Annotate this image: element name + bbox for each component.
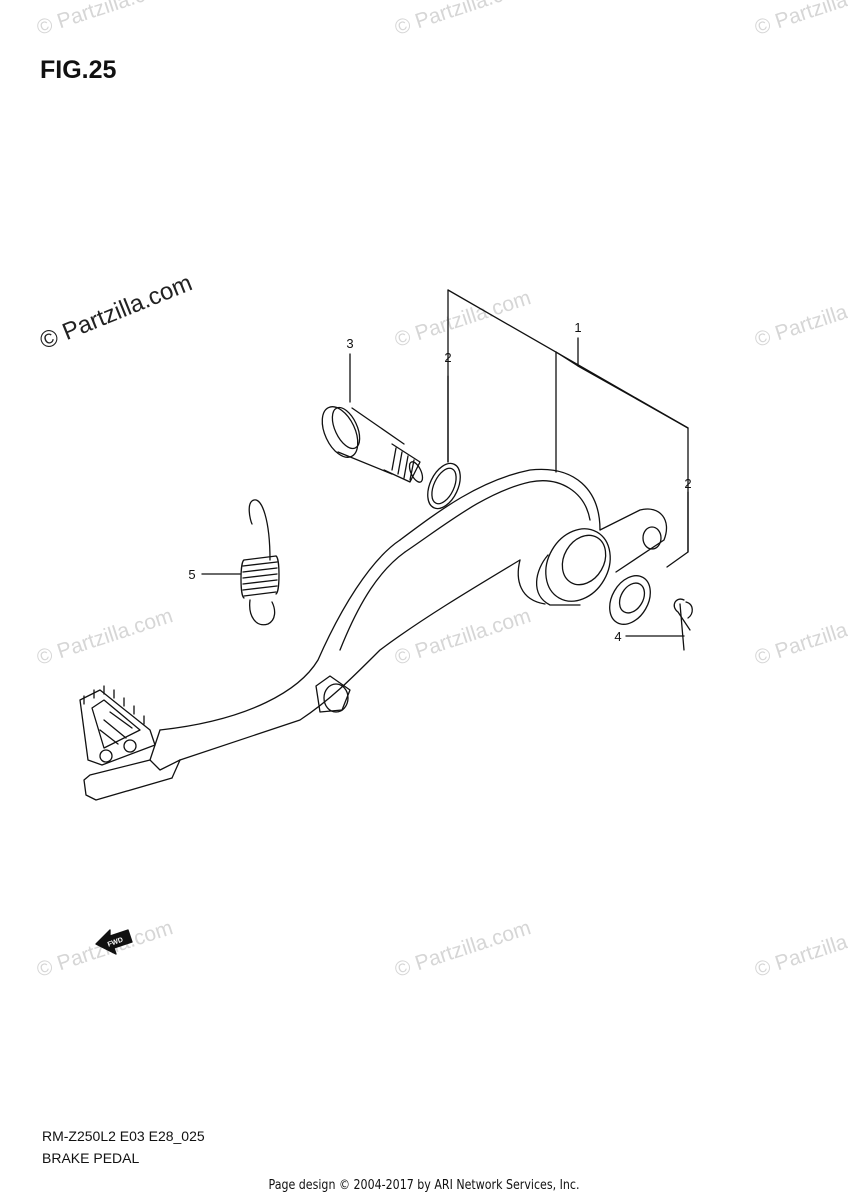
callout-5: 5 (188, 567, 195, 582)
callout-4: 4 (614, 629, 621, 644)
leader-lines (201, 289, 689, 637)
washer-lower (609, 575, 651, 625)
pivot-bolt (321, 406, 424, 483)
return-spring (240, 499, 280, 626)
callout-1: 1 (574, 320, 581, 335)
brake-pedal (79, 468, 668, 801)
callout-2-lower: 2 (684, 476, 691, 491)
callout-2-upper: 2 (444, 350, 451, 365)
figure-title: FIG.25 (40, 56, 117, 84)
diagram-name: BRAKE PEDAL (42, 1150, 140, 1166)
cotter-pin (673, 598, 693, 651)
diagram-code: RM-Z250L2 E03 E28_025 (42, 1128, 205, 1144)
page-footer: Page design © 2004-2017 by ARI Network S… (268, 1178, 580, 1193)
washer-upper (427, 462, 461, 510)
fwd-arrow-icon (95, 929, 133, 955)
callout-3: 3 (346, 336, 353, 351)
